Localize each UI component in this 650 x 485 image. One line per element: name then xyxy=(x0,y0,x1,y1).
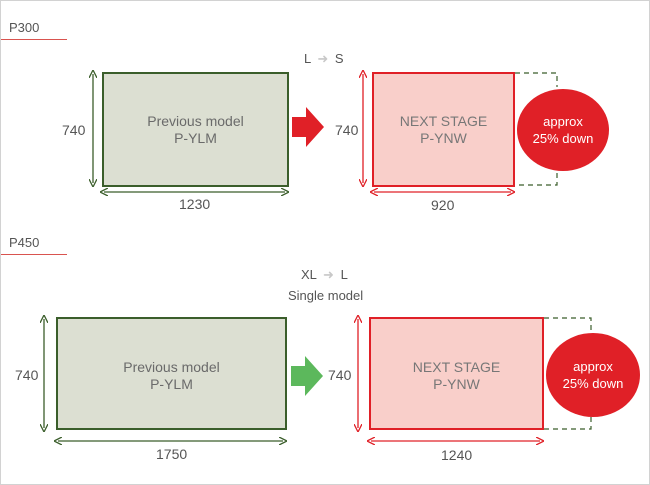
previous-height-label: 740 xyxy=(15,367,39,383)
flow-arrow-icon: ➜ xyxy=(317,51,329,66)
previous-model-title: Previous model xyxy=(147,113,244,129)
next-stage-code: P-YNW xyxy=(433,376,480,392)
reduction-badge: approx 25% down xyxy=(546,333,640,417)
badge-line2: 25% down xyxy=(532,131,594,146)
next-stage-box: NEXT STAGE P-YNW xyxy=(372,72,515,187)
flow-to: S xyxy=(334,51,344,66)
previous-width-label: 1230 xyxy=(179,196,211,212)
next-stage-title: NEXT STAGE xyxy=(399,113,488,129)
section-underline-p300 xyxy=(1,39,67,40)
previous-model-title: Previous model xyxy=(123,359,220,375)
badge-line2: 25% down xyxy=(562,376,624,391)
previous-model-code: P-YLM xyxy=(174,130,217,146)
previous-model-code: P-YLM xyxy=(150,376,193,392)
next-stage-title: NEXT STAGE xyxy=(412,359,501,375)
flow-from: L xyxy=(304,51,311,66)
next-width-label: 1240 xyxy=(441,447,473,463)
previous-width-label: 1750 xyxy=(156,446,188,462)
previous-height-label: 740 xyxy=(62,122,86,138)
badge-line1: approx xyxy=(573,359,613,374)
flow-arrow-icon: ➜ xyxy=(323,267,334,282)
reduction-badge: approx 25% down xyxy=(517,89,609,171)
transition-arrow-icon xyxy=(291,356,323,396)
section-label-p450: P450 xyxy=(9,235,40,250)
flow-p300: L ➜ S xyxy=(304,51,344,67)
previous-model-box: Previous model P-YLM xyxy=(102,72,289,187)
removed-area-outline xyxy=(544,317,592,430)
next-height-label: 740 xyxy=(335,122,359,138)
next-stage-code: P-YNW xyxy=(420,130,467,146)
flow-p450: XL ➜ L xyxy=(301,267,348,283)
previous-model-box: Previous model P-YLM xyxy=(56,317,287,430)
flow-from: XL xyxy=(301,267,317,282)
badge-line1: approx xyxy=(543,114,583,129)
removed-area-outline xyxy=(515,72,558,186)
transition-arrow-icon xyxy=(292,107,324,147)
section-label-p300: P300 xyxy=(9,20,40,35)
section-underline-p450 xyxy=(1,254,67,255)
next-width-label: 920 xyxy=(431,197,455,213)
single-model-note: Single model xyxy=(288,288,364,303)
next-height-label: 740 xyxy=(328,367,352,383)
flow-to: L xyxy=(340,267,348,282)
next-stage-box: NEXT STAGE P-YNW xyxy=(369,317,544,430)
